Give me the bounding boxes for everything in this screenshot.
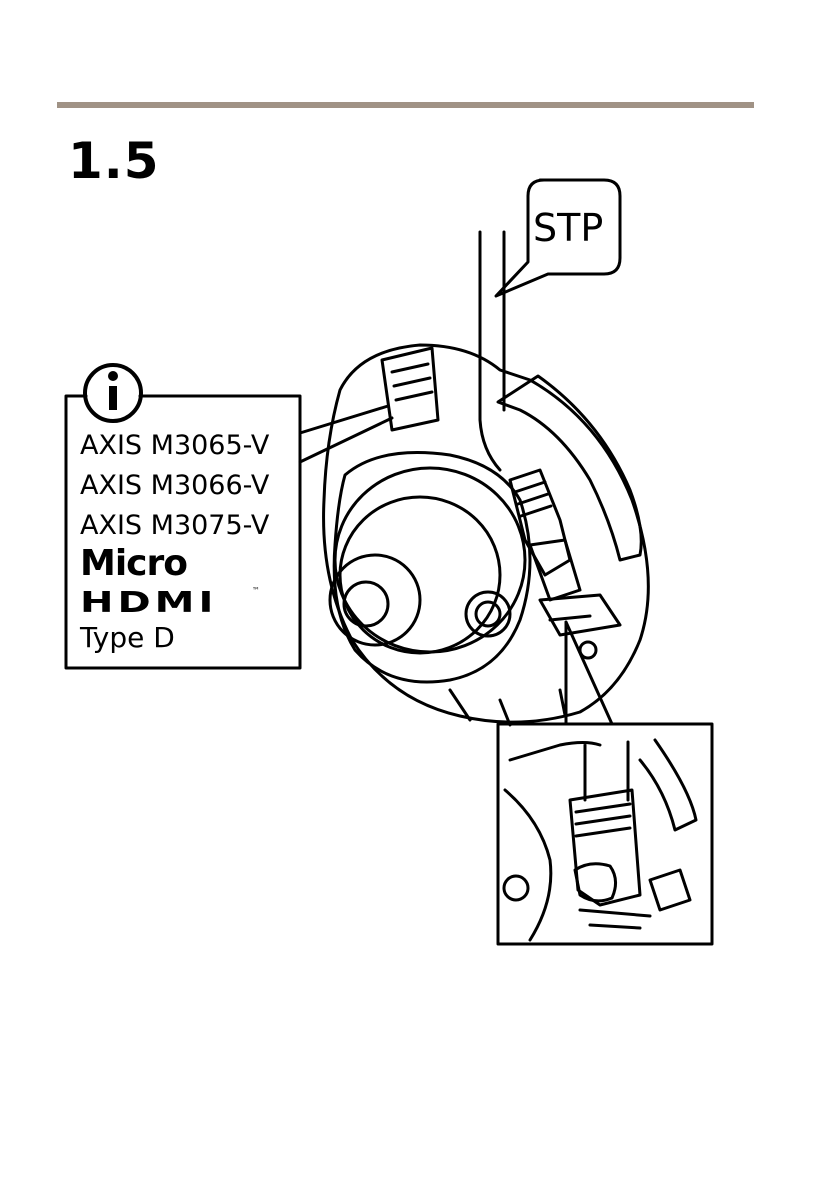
connector-type-label: Type D bbox=[80, 621, 175, 654]
cable bbox=[480, 232, 504, 470]
hdmi-logo-micro: Micro bbox=[80, 543, 187, 584]
model-line-1: AXIS M3065-V bbox=[80, 430, 269, 461]
stp-callout-label: STP bbox=[533, 206, 603, 250]
info-callout-pointer bbox=[300, 406, 392, 462]
hdmi-logo-wordmark: HDMI bbox=[80, 586, 217, 619]
info-icon-glyph bbox=[108, 371, 118, 410]
hdmi-logo-trademark: ™ bbox=[252, 586, 260, 595]
model-line-3: AXIS M3075-V bbox=[80, 510, 269, 541]
model-line-2: AXIS M3066-V bbox=[80, 470, 269, 501]
zoom-pointer bbox=[566, 622, 612, 724]
